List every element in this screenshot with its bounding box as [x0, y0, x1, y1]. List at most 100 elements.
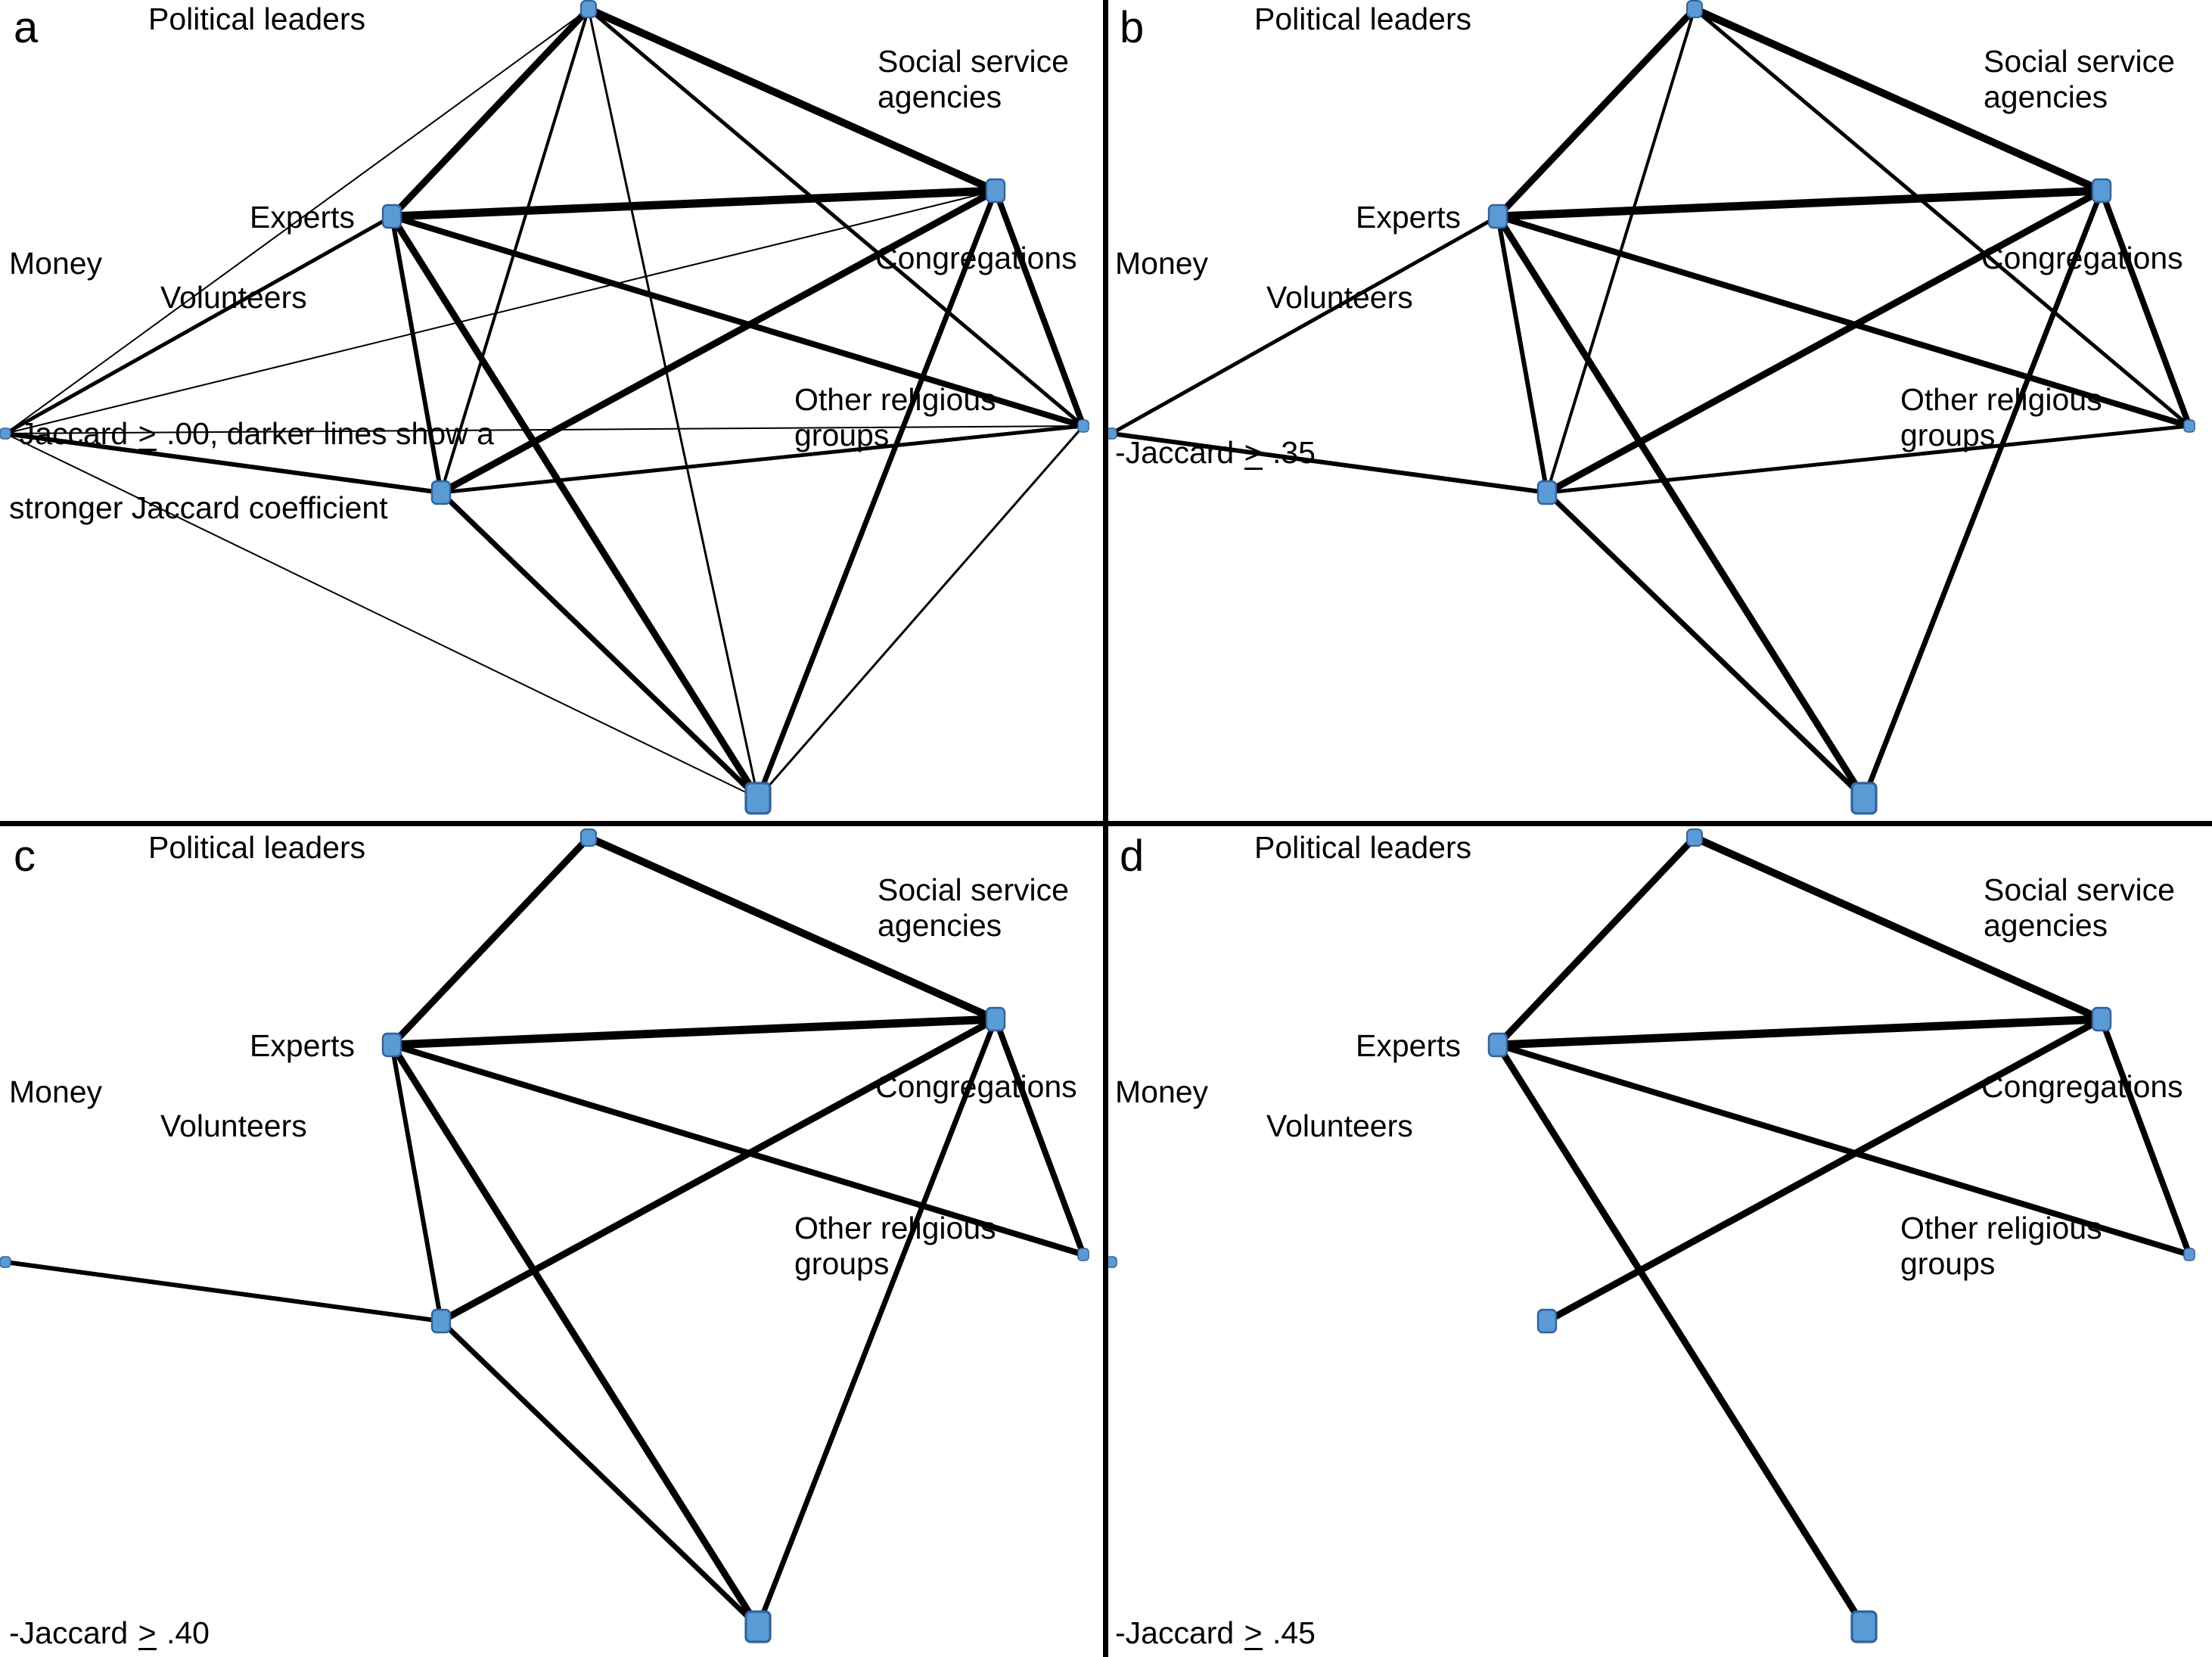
network-edge-volunteers-to-other_religious_groups — [439, 490, 760, 801]
panel-letter-a: a — [14, 3, 39, 52]
network-node-social_service_agencies[interactable] — [985, 1006, 1006, 1032]
network-node-congregations[interactable] — [1077, 1248, 1089, 1261]
node-layer — [0, 828, 1089, 1643]
node-label-social-service-agencies: Social service agencies — [1984, 872, 2175, 943]
network-edge-social_service_agencies-to-congregations — [2099, 1018, 2192, 1256]
node-layer — [1106, 0, 2195, 815]
network-edge-experts-to-other_religious_groups — [1495, 1043, 1867, 1629]
network-edge-political_leaders-to-volunteers — [1546, 8, 1696, 493]
network-node-social_service_agencies[interactable] — [2091, 178, 2112, 204]
network-node-experts[interactable] — [381, 1032, 402, 1058]
network-edge-money-to-social_service_agencies — [5, 190, 996, 434]
network-edge-experts-to-congregations — [390, 213, 1085, 429]
node-label-political-leaders: Political leaders — [1254, 830, 1472, 865]
network-edge-volunteers-to-other_religious_groups — [1545, 490, 1866, 801]
panel-caption-b: -Jaccard > .35 — [1115, 397, 1316, 471]
network-node-money[interactable] — [0, 1256, 11, 1268]
network-node-political_leaders[interactable] — [1686, 0, 1703, 18]
network-node-other_religious_groups[interactable] — [744, 1610, 772, 1643]
caption-suffix: .40 — [157, 1615, 210, 1650]
node-label-social-service-agencies: Social service agencies — [1984, 44, 2175, 114]
panel-caption-a: -Jaccard > .00, darker lines show a stro… — [9, 378, 494, 527]
network-node-money[interactable] — [1106, 427, 1117, 440]
network-node-other_religious_groups[interactable] — [1850, 782, 1878, 815]
panel-caption-c: -Jaccard > .40 — [9, 1578, 210, 1652]
network-edge-social_service_agencies-to-other_religious_groups — [755, 1018, 999, 1628]
caption-prefix: -Jaccard — [1115, 1615, 1243, 1650]
edge-layer — [5, 834, 1086, 1629]
network-node-volunteers[interactable] — [1536, 1308, 1558, 1334]
node-label-experts: Experts — [250, 200, 355, 235]
network-node-congregations[interactable] — [2183, 1248, 2195, 1261]
node-label-money: Money — [1115, 246, 1209, 281]
network-node-experts[interactable] — [1487, 204, 1508, 229]
network-node-experts[interactable] — [381, 204, 402, 229]
caption-line2: stronger Jaccard coefficient — [9, 490, 388, 525]
node-label-social-service-agencies: Social service agencies — [878, 44, 1069, 114]
node-label-volunteers: Volunteers — [160, 280, 307, 315]
node-label-congregations: Congregations — [1981, 1069, 2183, 1104]
greater-equal-symbol: > — [1244, 1615, 1263, 1650]
network-node-experts[interactable] — [1487, 1032, 1508, 1058]
network-edge-experts-to-political_leaders — [389, 835, 592, 1048]
node-label-congregations: Congregations — [1981, 241, 2183, 275]
panel-letter-d: d — [1120, 832, 1145, 881]
network-node-political_leaders[interactable] — [580, 828, 597, 847]
node-label-congregations: Congregations — [875, 241, 1077, 275]
network-edge-money-to-other_religious_groups — [5, 433, 759, 799]
panel-divider-horizontal — [0, 821, 2212, 826]
panel-a: a Political leaders Social service agenc… — [0, 0, 1106, 828]
network-node-money[interactable] — [0, 427, 11, 440]
network-node-social_service_agencies[interactable] — [2091, 1006, 2112, 1032]
network-edge-political_leaders-to-volunteers — [440, 8, 590, 493]
panel-b-network — [1106, 0, 2195, 815]
network-edge-social_service_agencies-to-volunteers — [439, 188, 998, 496]
network-node-money[interactable] — [1106, 1256, 1117, 1268]
node-label-experts: Experts — [1356, 200, 1461, 235]
node-label-other-religious-groups: Other religious groups — [1900, 1211, 2102, 1281]
panel-c: c Political leaders Social service agenc… — [0, 828, 1106, 1657]
node-label-other-religious-groups: Other religious groups — [1900, 382, 2102, 452]
panel-c-network — [0, 828, 1089, 1643]
node-label-congregations: Congregations — [875, 1069, 1077, 1104]
network-node-political_leaders[interactable] — [1686, 828, 1703, 847]
network-edge-social_service_agencies-to-congregations — [993, 1018, 1086, 1256]
network-edge-political_leaders-to-other_religious_groups — [587, 8, 760, 799]
network-node-congregations[interactable] — [2183, 419, 2195, 433]
network-node-other_religious_groups[interactable] — [744, 782, 772, 815]
network-edge-experts-to-congregations — [1496, 1042, 2191, 1258]
caption-suffix: .35 — [1263, 435, 1316, 470]
panel-letter-c: c — [14, 832, 36, 881]
network-edge-money-to-political_leaders — [5, 8, 589, 434]
node-label-volunteers: Volunteers — [1266, 280, 1413, 315]
node-label-other-religious-groups: Other religious groups — [794, 382, 996, 452]
network-edge-political_leaders-to-social_service_agencies — [1692, 5, 2104, 194]
network-node-social_service_agencies[interactable] — [985, 178, 1006, 204]
network-node-political_leaders[interactable] — [580, 0, 597, 18]
network-edge-money-to-experts — [1110, 214, 1499, 436]
network-edge-experts-to-social_service_agencies — [391, 186, 996, 221]
node-label-experts: Experts — [1356, 1028, 1461, 1063]
network-edge-experts-to-social_service_agencies — [1497, 186, 2102, 221]
caption-prefix: -Jaccard — [9, 416, 137, 451]
network-node-volunteers[interactable] — [430, 480, 452, 505]
network-node-congregations[interactable] — [1077, 419, 1089, 433]
panel-b: b Political leaders Social service agenc… — [1106, 0, 2212, 828]
node-label-political-leaders: Political leaders — [148, 830, 366, 865]
network-edge-experts-to-social_service_agencies — [1497, 1015, 2102, 1049]
network-edge-money-to-volunteers — [5, 431, 442, 495]
network-edge-political_leaders-to-social_service_agencies — [1692, 834, 2104, 1023]
network-edge-money-to-volunteers — [1111, 431, 1548, 495]
network-node-volunteers[interactable] — [1536, 480, 1558, 505]
network-node-other_religious_groups[interactable] — [1850, 1610, 1878, 1643]
edge-layer — [1110, 5, 2192, 801]
panel-a-network — [0, 0, 1089, 815]
panel-divider-vertical — [1103, 0, 1108, 1657]
network-edge-experts-to-other_religious_groups — [389, 214, 761, 801]
network-node-volunteers[interactable] — [430, 1308, 452, 1334]
caption-prefix: -Jaccard — [9, 1615, 137, 1650]
node-label-volunteers: Volunteers — [160, 1108, 307, 1143]
network-edge-social_service_agencies-to-other_religious_groups — [1861, 189, 2105, 800]
network-edge-money-to-congregations — [5, 425, 1084, 434]
network-edge-volunteers-to-congregations — [440, 424, 1084, 495]
